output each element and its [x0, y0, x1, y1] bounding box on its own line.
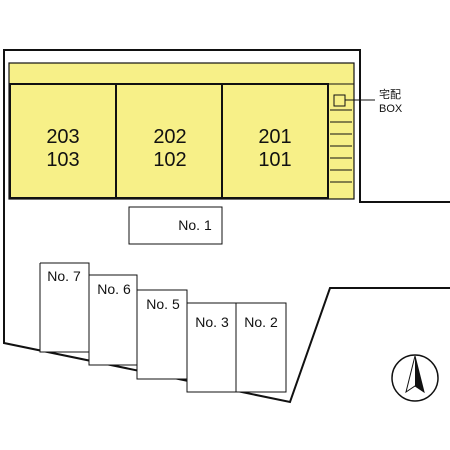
stairs	[327, 84, 352, 198]
parking-label: No. 2	[244, 314, 278, 330]
unit-202-102: 202 102	[115, 83, 223, 199]
unit-upper-label: 201	[258, 126, 291, 148]
delivery-box-label-jp: 宅配	[379, 87, 401, 101]
parking-label: No. 1	[178, 217, 212, 233]
parking-label: No. 7	[47, 268, 81, 284]
unit-201-101: 201 101	[221, 83, 329, 199]
unit-upper-label: 203	[46, 126, 79, 148]
unit-lower-label: 101	[258, 149, 291, 171]
unit-203-103: 203 103	[9, 83, 117, 199]
unit-lower-label: 103	[46, 149, 79, 171]
north-arrow-icon	[391, 354, 439, 402]
parking-space-2: No. 2	[235, 302, 287, 393]
site-boundary	[3, 49, 450, 404]
unit-upper-label: 202	[153, 126, 186, 148]
parking-space-5: No. 5	[136, 289, 188, 380]
unit-lower-label: 102	[153, 149, 186, 171]
parking-label: No. 6	[97, 281, 131, 297]
parking-space-1: No. 1	[128, 206, 223, 245]
parking-space-3: No. 3	[186, 302, 237, 393]
parking-space-7: No. 7	[39, 262, 90, 353]
delivery-box-label-en: BOX	[379, 103, 403, 115]
parking-label: No. 5	[146, 296, 180, 312]
parking-space-6: No. 6	[88, 274, 138, 366]
parking-label: No. 3	[195, 314, 229, 330]
delivery-box	[333, 94, 346, 107]
